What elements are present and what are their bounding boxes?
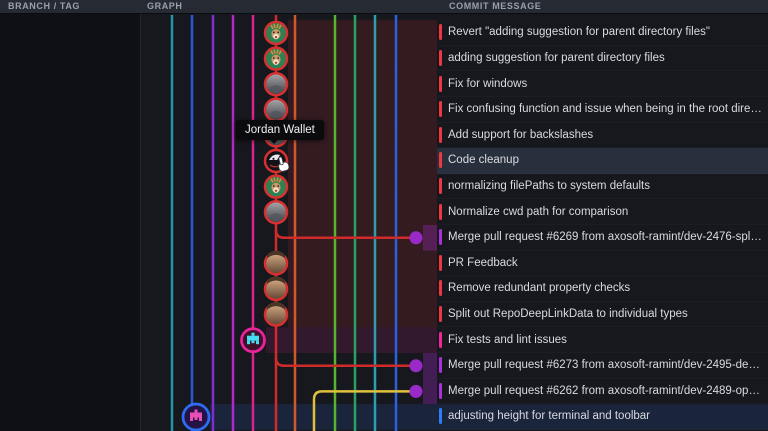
row-branch-tint bbox=[288, 174, 437, 200]
row-branch-tint bbox=[288, 199, 437, 225]
commit-node-avatar[interactable] bbox=[265, 176, 287, 198]
commit-row[interactable]: adding suggestion for parent directory f… bbox=[437, 46, 768, 72]
commit-color-bar bbox=[439, 50, 442, 66]
author-tooltip-text: Jordan Wallet bbox=[245, 124, 315, 136]
row-branch-tint bbox=[423, 225, 437, 251]
commit-color-bar bbox=[439, 76, 442, 92]
commit-message: Add support for backslashes bbox=[437, 129, 768, 141]
commit-row[interactable]: Split out RepoDeepLinkData to individual… bbox=[437, 302, 768, 328]
commit-node-avatar[interactable] bbox=[242, 329, 265, 352]
commit-color-bar bbox=[439, 332, 442, 348]
commit-row[interactable]: Fix confusing function and issue when be… bbox=[437, 97, 768, 123]
author-tooltip: Jordan Wallet bbox=[236, 120, 324, 140]
merge-commit-dot[interactable] bbox=[410, 385, 423, 398]
commit-message: Revert "adding suggestion for parent dir… bbox=[437, 26, 768, 38]
commit-color-bar bbox=[439, 280, 442, 296]
commit-node-avatar[interactable] bbox=[265, 302, 287, 326]
commit-row[interactable]: Fix for windows bbox=[437, 71, 768, 97]
commit-color-bar bbox=[439, 101, 442, 117]
commit-message: Fix confusing function and issue when be… bbox=[437, 103, 768, 115]
commit-color-bar bbox=[439, 229, 442, 245]
row-branch-tint bbox=[423, 353, 437, 379]
commit-message: adjusting height for terminal and toolba… bbox=[437, 410, 768, 422]
commit-node-avatar[interactable] bbox=[265, 276, 287, 300]
commit-row[interactable]: Remove redundant property checks bbox=[437, 276, 768, 302]
row-branch-tint bbox=[288, 302, 437, 328]
row-branch-tint bbox=[288, 46, 437, 72]
row-branch-tint bbox=[266, 327, 437, 353]
commit-node-avatar[interactable] bbox=[265, 201, 287, 223]
commit-row[interactable]: Fix tests and lint issues bbox=[437, 327, 768, 353]
row-branch-tint bbox=[288, 97, 437, 123]
commit-color-bar bbox=[439, 357, 442, 373]
row-branch-tint bbox=[288, 251, 437, 277]
commit-color-bar bbox=[439, 383, 442, 399]
row-branch-tint bbox=[288, 20, 437, 46]
commit-color-bar bbox=[439, 24, 442, 40]
commit-message: Merge pull request #6269 from axosoft-ra… bbox=[437, 231, 768, 243]
commit-row[interactable]: Normalize cwd path for comparison bbox=[437, 199, 768, 225]
commit-color-bar bbox=[439, 178, 442, 194]
merge-commit-dot[interactable] bbox=[410, 359, 423, 372]
commit-node-avatar[interactable] bbox=[265, 48, 287, 70]
commit-message: Merge pull request #6262 from axosoft-ra… bbox=[437, 385, 768, 397]
commit-message: Remove redundant property checks bbox=[437, 282, 768, 294]
row-branch-tint bbox=[288, 276, 437, 302]
commit-message-list: Revert "adding suggestion for parent dir… bbox=[437, 20, 768, 430]
row-branch-tint bbox=[423, 379, 437, 405]
commit-message: Code cleanup bbox=[437, 154, 768, 166]
commit-row[interactable]: Merge pull request #6269 from axosoft-ra… bbox=[437, 225, 768, 251]
commit-message: normalizing filePaths to system defaults bbox=[437, 180, 768, 192]
row-branch-tint bbox=[288, 71, 437, 97]
commit-row[interactable]: Revert "adding suggestion for parent dir… bbox=[437, 20, 768, 46]
column-header-branch-tag: BRANCH / TAG bbox=[8, 1, 80, 11]
row-branch-tint bbox=[288, 148, 437, 174]
commit-row[interactable]: Code cleanup bbox=[437, 148, 768, 174]
commit-row[interactable]: PR Feedback bbox=[437, 251, 768, 277]
commit-node-avatar[interactable] bbox=[265, 22, 287, 44]
column-header-graph: GRAPH bbox=[147, 1, 183, 11]
commit-row[interactable]: Merge pull request #6273 from axosoft-ra… bbox=[437, 353, 768, 379]
commit-color-bar bbox=[439, 204, 442, 220]
commit-node-avatar[interactable] bbox=[265, 99, 287, 121]
commit-color-bar bbox=[439, 152, 442, 168]
commit-message: Fix tests and lint issues bbox=[437, 334, 768, 346]
commit-message: PR Feedback bbox=[437, 257, 768, 269]
commit-message: Split out RepoDeepLinkData to individual… bbox=[437, 308, 768, 320]
commit-message: Normalize cwd path for comparison bbox=[437, 206, 768, 218]
commit-message: Fix for windows bbox=[437, 78, 768, 90]
merge-commit-dot[interactable] bbox=[410, 231, 423, 244]
commit-color-bar bbox=[439, 255, 442, 271]
commit-color-bar bbox=[439, 306, 442, 322]
commit-color-bar bbox=[439, 408, 442, 424]
commit-row[interactable]: adjusting height for terminal and toolba… bbox=[437, 404, 768, 430]
column-header-commit-message: COMMIT MESSAGE bbox=[449, 1, 541, 11]
commit-row[interactable]: Add support for backslashes bbox=[437, 123, 768, 149]
commit-node-avatar[interactable] bbox=[183, 404, 209, 430]
commit-row[interactable]: normalizing filePaths to system defaults bbox=[437, 174, 768, 200]
commit-row[interactable]: Merge pull request #6262 from axosoft-ra… bbox=[437, 379, 768, 405]
commit-node-avatar[interactable] bbox=[265, 251, 287, 275]
commit-color-bar bbox=[439, 127, 442, 143]
commit-message: adding suggestion for parent directory f… bbox=[437, 52, 768, 64]
commit-message: Merge pull request #6273 from axosoft-ra… bbox=[437, 359, 768, 371]
commit-node-avatar[interactable] bbox=[265, 73, 287, 95]
column-header-bar: BRANCH / TAG GRAPH COMMIT MESSAGE bbox=[0, 0, 768, 14]
